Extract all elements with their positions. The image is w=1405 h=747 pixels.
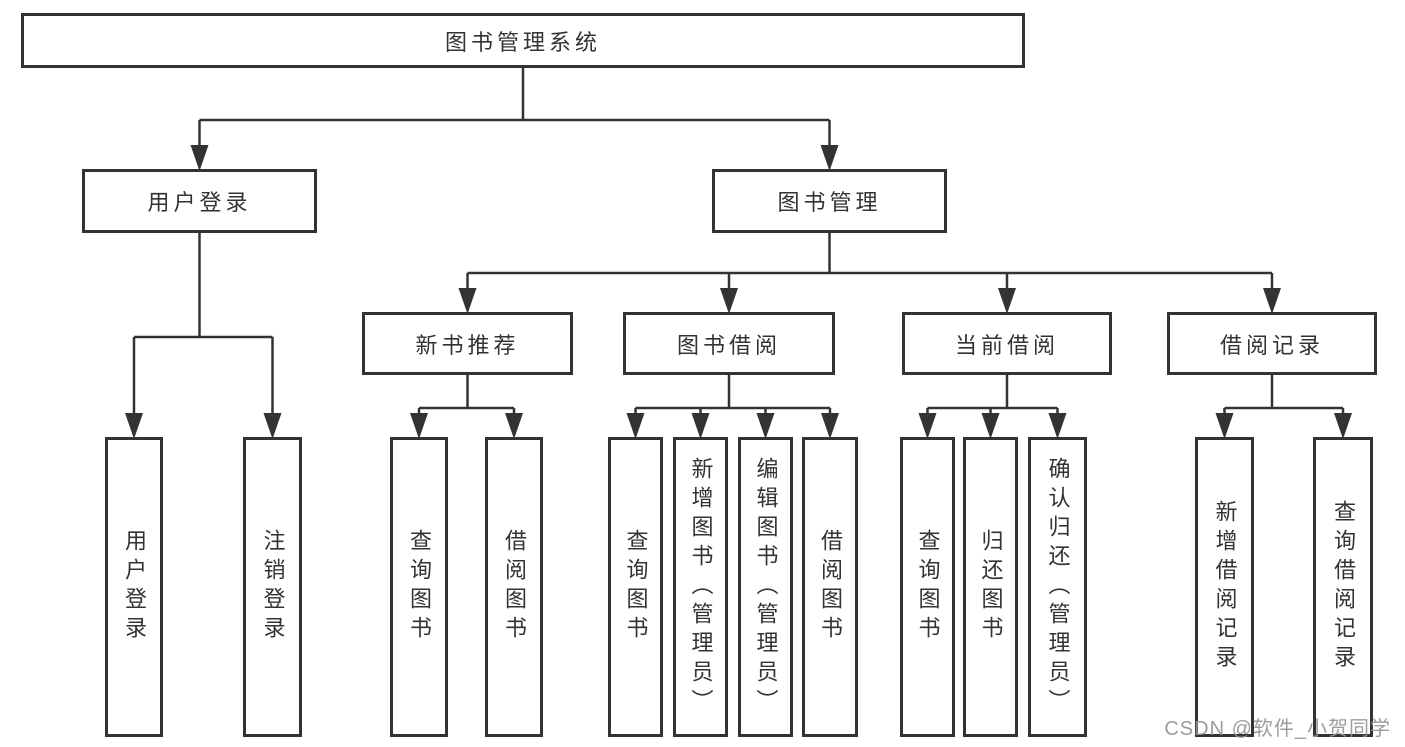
node-edit-book-admin: 编辑图书（管理员） xyxy=(738,437,793,737)
node-borrow-books-recommend-label: 借阅图书 xyxy=(502,529,527,645)
node-logout-leaf: 注销登录 xyxy=(243,437,302,737)
node-root: 图书管理系统 xyxy=(21,13,1025,68)
node-root-label: 图书管理系统 xyxy=(444,29,601,55)
node-borrow-books-leaf-label: 借阅图书 xyxy=(818,529,843,645)
node-book-borrowing: 图书借阅 xyxy=(623,312,835,375)
node-confirm-return-admin: 确认归还（管理员） xyxy=(1028,437,1087,737)
node-user-login: 用户登录 xyxy=(82,169,317,233)
node-query-books-current-label: 查询图书 xyxy=(915,529,941,645)
node-book-management-label: 图书管理 xyxy=(777,190,882,215)
node-borrow-records-label: 借阅记录 xyxy=(1219,332,1324,358)
node-query-books-current: 查询图书 xyxy=(900,437,955,737)
node-add-borrow-record: 新增借阅记录 xyxy=(1195,437,1254,737)
node-query-borrow-record-label: 查询借阅记录 xyxy=(1331,500,1356,674)
node-current-borrowing-label: 当前借阅 xyxy=(954,332,1059,358)
node-user-login-leaf-label: 用户登录 xyxy=(122,529,147,645)
node-logout-leaf-label: 注销登录 xyxy=(260,529,286,645)
node-query-books-recommend: 查询图书 xyxy=(390,437,448,737)
node-query-books-recommend-label: 查询图书 xyxy=(407,529,432,645)
node-add-book-admin-label: 新增图书（管理员） xyxy=(688,456,714,718)
node-query-books-borrowing-label: 查询图书 xyxy=(623,529,649,645)
node-borrow-records: 借阅记录 xyxy=(1167,312,1377,375)
node-query-borrow-record: 查询借阅记录 xyxy=(1313,437,1373,737)
node-current-borrowing: 当前借阅 xyxy=(902,312,1112,375)
node-user-login-leaf: 用户登录 xyxy=(105,437,163,737)
node-new-book-recommend-label: 新书推荐 xyxy=(415,332,520,358)
node-add-book-admin: 新增图书（管理员） xyxy=(673,437,728,737)
node-edit-book-admin-label: 编辑图书（管理员） xyxy=(753,456,779,718)
node-new-book-recommend: 新书推荐 xyxy=(362,312,573,375)
node-query-books-borrowing: 查询图书 xyxy=(608,437,663,737)
node-confirm-return-admin-label: 确认归还（管理员） xyxy=(1045,456,1071,718)
node-user-login-label: 用户登录 xyxy=(147,190,252,215)
watermark: CSDN @软件_小贺同学 xyxy=(1164,718,1391,740)
node-book-management: 图书管理 xyxy=(712,169,947,233)
node-add-borrow-record-label: 新增借阅记录 xyxy=(1212,500,1238,674)
node-borrow-books-leaf: 借阅图书 xyxy=(802,437,858,737)
arrowheads xyxy=(125,145,1352,439)
node-borrow-books-recommend: 借阅图书 xyxy=(485,437,543,737)
node-return-books-label: 归还图书 xyxy=(978,529,1004,645)
node-book-borrowing-label: 图书借阅 xyxy=(676,332,781,358)
node-return-books: 归还图书 xyxy=(963,437,1018,737)
